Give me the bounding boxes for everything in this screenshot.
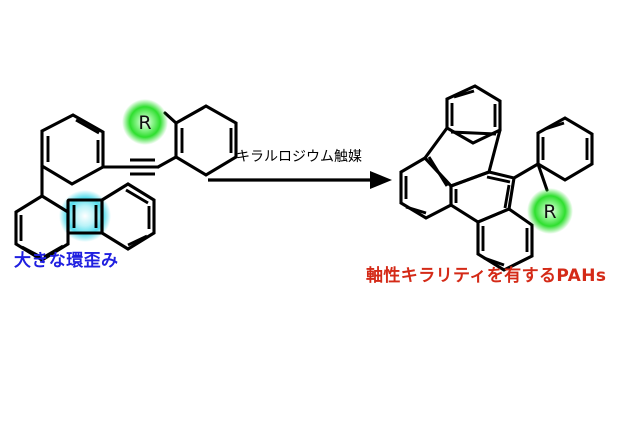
product-biaryl-axis-bond <box>512 162 540 180</box>
reactant-biphenylene-right-ring <box>100 182 156 251</box>
product-caption: 軸性キラリティを有するPAHs <box>366 266 607 286</box>
reactant-upper-benzene <box>40 113 105 186</box>
product-r-group-highlight <box>527 188 573 234</box>
ring-strain-highlight <box>59 190 111 242</box>
reactant-structure: R <box>14 99 238 262</box>
arrow-head-icon <box>370 171 392 189</box>
reactant-r-bond <box>163 111 178 125</box>
product-r-bond <box>536 162 549 192</box>
arrow-condition-label: キラルロジウム触媒 <box>236 149 362 165</box>
product-central-ring <box>449 170 516 224</box>
reaction-arrow <box>208 171 392 189</box>
reactant-r-group-highlight <box>122 99 168 145</box>
product-r-benzene <box>536 116 594 182</box>
product-structure: R <box>399 84 594 272</box>
product-top-benzene <box>445 84 502 145</box>
product-bottom-benzene <box>476 207 534 272</box>
reactant-alkyne <box>125 158 160 176</box>
product-r-group-label: R <box>543 201 556 223</box>
reactant-alkyne-aryl-bond <box>156 155 178 169</box>
reactant-caption: 大きな環歪み <box>14 251 119 271</box>
product-left-benzene <box>399 156 453 220</box>
reactant-r-group-label: R <box>138 112 151 134</box>
